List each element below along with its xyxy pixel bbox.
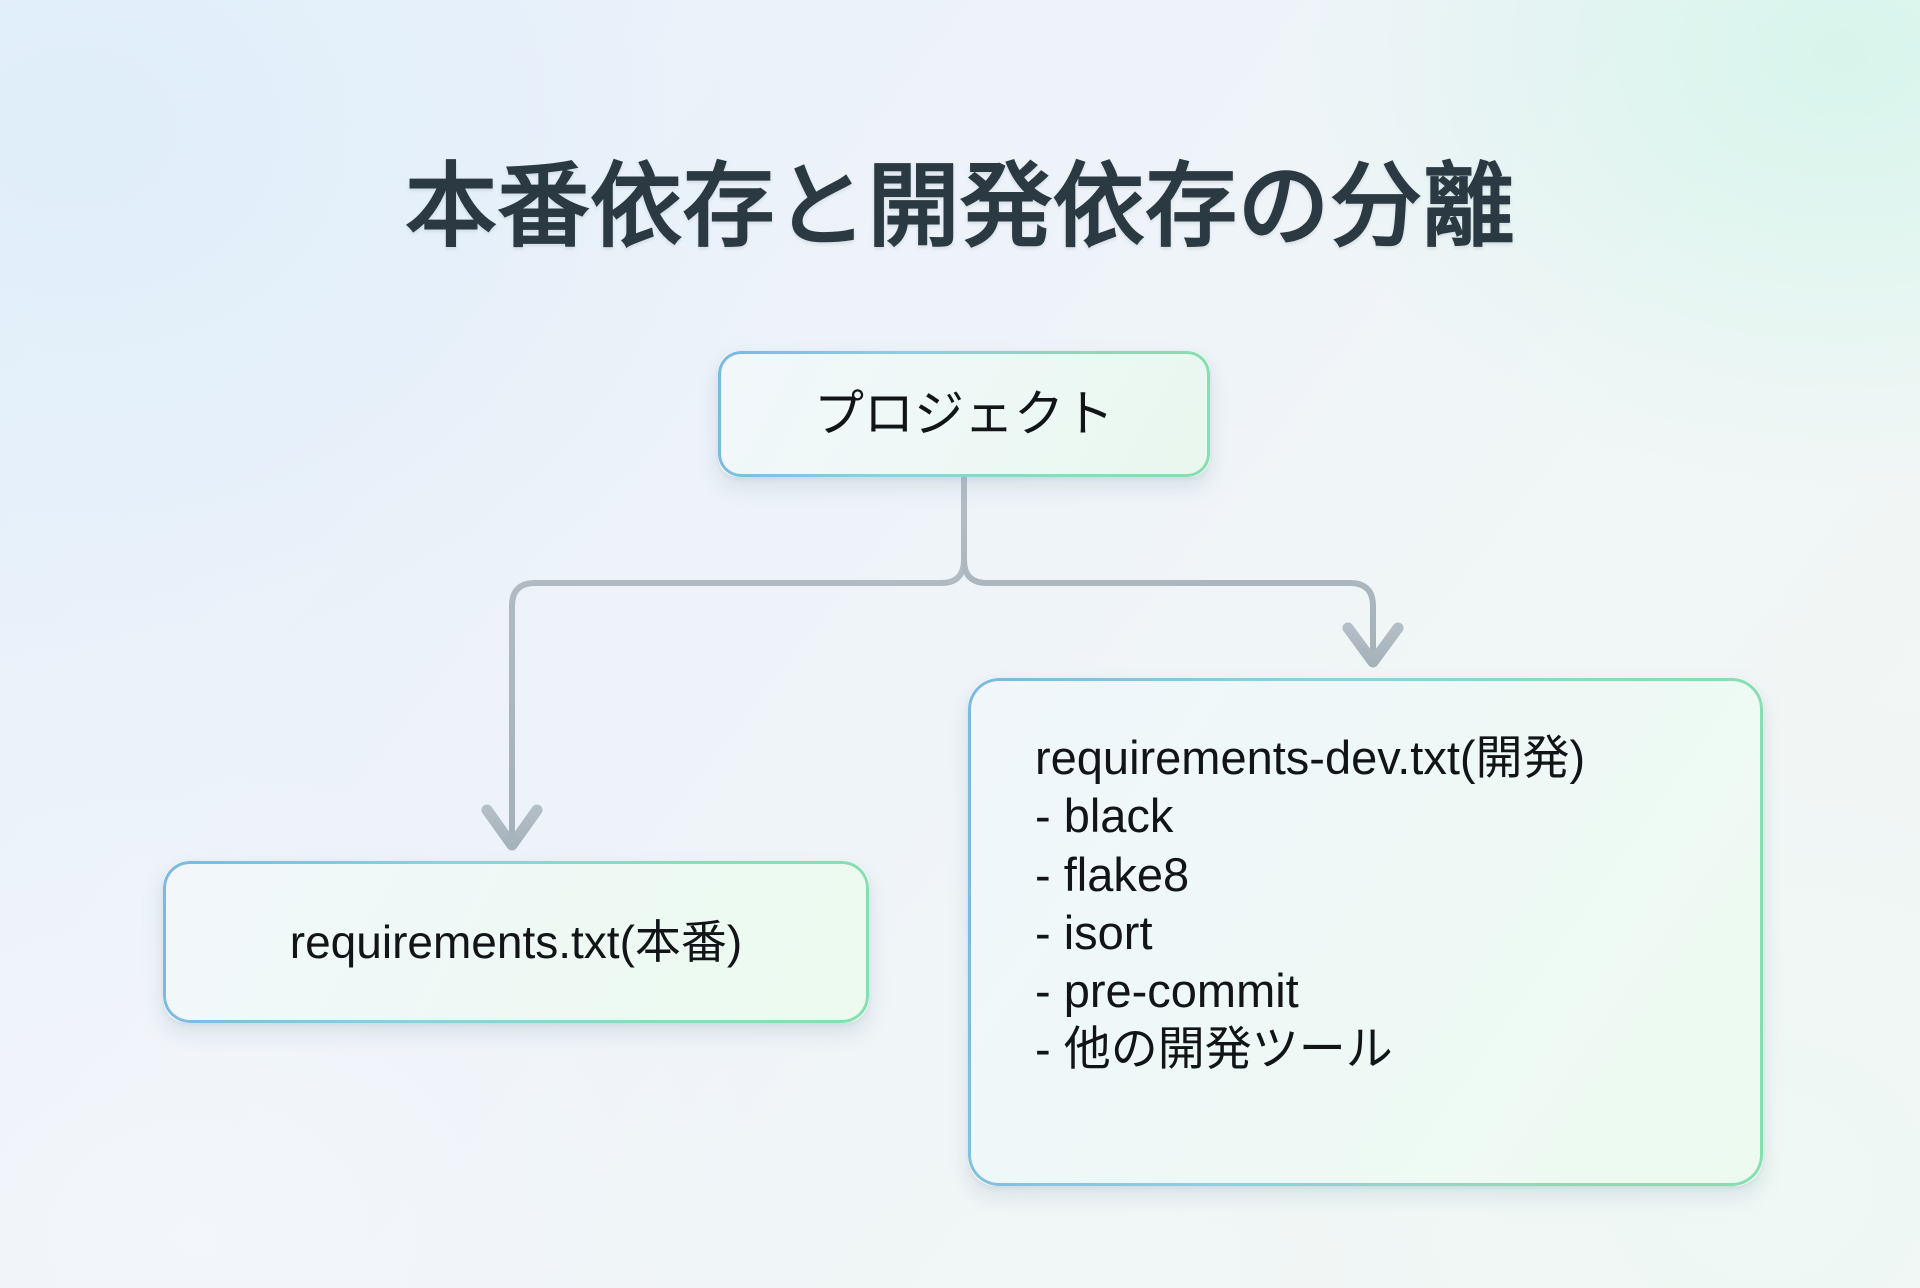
arrowhead-prod-icon xyxy=(481,804,543,851)
dev-tool-item: - black xyxy=(1035,789,1174,843)
node-requirements-prod-label: requirements.txt(本番) xyxy=(289,915,743,968)
node-project-label: プロジェクト xyxy=(814,385,1114,442)
node-requirements-dev[interactable]: requirements-dev.txt(開発) - black - flake… xyxy=(968,678,1763,1186)
node-requirements-dev-content: requirements-dev.txt(開発) - black - flake… xyxy=(1035,729,1760,1079)
page-title: 本番依存と開発依存の分離 xyxy=(404,155,1515,258)
node-project[interactable]: プロジェクト xyxy=(718,351,1210,477)
dev-tool-item: - 他の開発ツール xyxy=(1035,1022,1393,1076)
dev-tool-item: - isort xyxy=(1035,905,1153,959)
arrowhead-dev-icon xyxy=(1342,622,1404,668)
dev-tool-item: - pre-commit xyxy=(1035,964,1299,1018)
connector-path-to-dev xyxy=(961,476,1376,653)
node-requirements-dev-heading: requirements-dev.txt(開発) xyxy=(1035,731,1586,784)
node-requirements-prod[interactable]: requirements.txt(本番) xyxy=(163,861,869,1023)
dev-tool-item: - flake8 xyxy=(1035,847,1190,901)
connector-path-to-prod xyxy=(509,476,967,837)
